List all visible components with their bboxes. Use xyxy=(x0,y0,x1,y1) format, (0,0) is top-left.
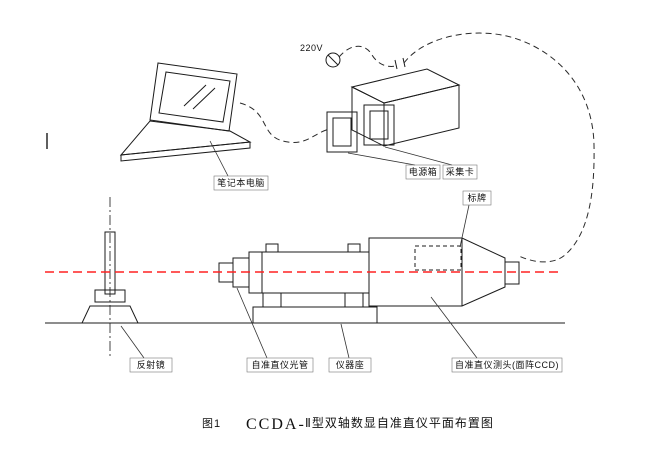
label-box xyxy=(451,357,563,373)
card-slot-opening xyxy=(369,110,389,140)
head-end-cap xyxy=(504,261,520,285)
box-right-face xyxy=(383,84,460,147)
tube-body xyxy=(248,251,370,294)
label-instrument-base: 仪器座 xyxy=(328,357,372,373)
leader-nameplate xyxy=(459,204,470,248)
capture-card-label: 采集卡 xyxy=(446,166,475,177)
caption-title: Ⅱ型双轴数显自准直仪平面布置图 xyxy=(305,415,494,430)
label-measuring-head: 自准直仪测头(面阵CCD) xyxy=(451,357,563,373)
figure-caption: 图1 CCDA- Ⅱ型双轴数显自准直仪平面布置图 xyxy=(202,415,494,433)
label-box xyxy=(213,175,269,191)
leader-tube xyxy=(236,287,268,359)
screen-glare-line xyxy=(192,87,216,110)
label-box xyxy=(442,164,478,180)
instrument-base-plate xyxy=(252,306,378,324)
tube-stand xyxy=(262,292,282,308)
laptop-screen-inner xyxy=(158,71,231,123)
tube-stand xyxy=(344,292,364,308)
base-label: 仪器座 xyxy=(336,359,365,370)
laptop xyxy=(119,62,252,162)
label-nameplate: 标牌 xyxy=(462,190,492,206)
leader-laptop xyxy=(209,140,229,177)
label-reflector: 反射镜 xyxy=(129,357,173,373)
label-box xyxy=(129,357,173,373)
label-power-box: 电源箱 xyxy=(405,164,441,180)
tube-label: 自准直仪光管 xyxy=(251,359,308,370)
leader-head xyxy=(430,296,478,359)
nameplate-outline xyxy=(414,245,462,271)
leader-power-box xyxy=(347,152,416,166)
laptop-base-edge xyxy=(120,141,251,162)
mount-bolt xyxy=(347,243,361,253)
head-signal-cable xyxy=(403,32,595,263)
card-slot-frame xyxy=(326,111,358,153)
leader-reflector xyxy=(120,325,145,359)
mount-bolt xyxy=(265,243,279,253)
nameplate-label: 标牌 xyxy=(467,192,486,203)
caption-number: 图1 xyxy=(202,417,221,430)
power-plug: 220V xyxy=(300,43,341,68)
card-slot-opening xyxy=(332,117,352,147)
power-box-label: 电源箱 xyxy=(409,166,438,177)
mirror-mount xyxy=(94,289,126,303)
caption-code: CCDA- xyxy=(246,416,306,433)
leader-capture-card xyxy=(384,146,453,166)
screen-glare-line xyxy=(183,84,207,107)
laptop-label: 笔记本电脑 xyxy=(217,177,265,188)
label-collimator-tube: 自准直仪光管 xyxy=(246,357,314,373)
label-box xyxy=(328,357,372,373)
power-cable xyxy=(338,45,397,67)
collimator-tube xyxy=(218,243,378,324)
power-box xyxy=(326,57,461,153)
reflector-mirror xyxy=(81,231,139,324)
reflector-label: 反射镜 xyxy=(137,359,166,370)
voltage-label: 220V xyxy=(300,43,323,53)
label-laptop: 笔记本电脑 xyxy=(213,175,269,191)
label-box xyxy=(462,190,492,206)
label-box xyxy=(246,357,314,373)
plug-slash xyxy=(327,54,339,66)
label-capture-card: 采集卡 xyxy=(442,164,478,180)
head-label: 自准直仪测头(面阵CCD) xyxy=(455,359,559,370)
connector-pin xyxy=(394,59,398,70)
leader-base xyxy=(340,323,350,359)
card-slot-frame xyxy=(363,104,395,146)
plug-circle-icon xyxy=(325,52,341,68)
mirror-plate xyxy=(104,231,116,295)
box-left-face xyxy=(351,86,385,147)
laptop-cable xyxy=(239,102,331,143)
label-box xyxy=(405,164,441,180)
